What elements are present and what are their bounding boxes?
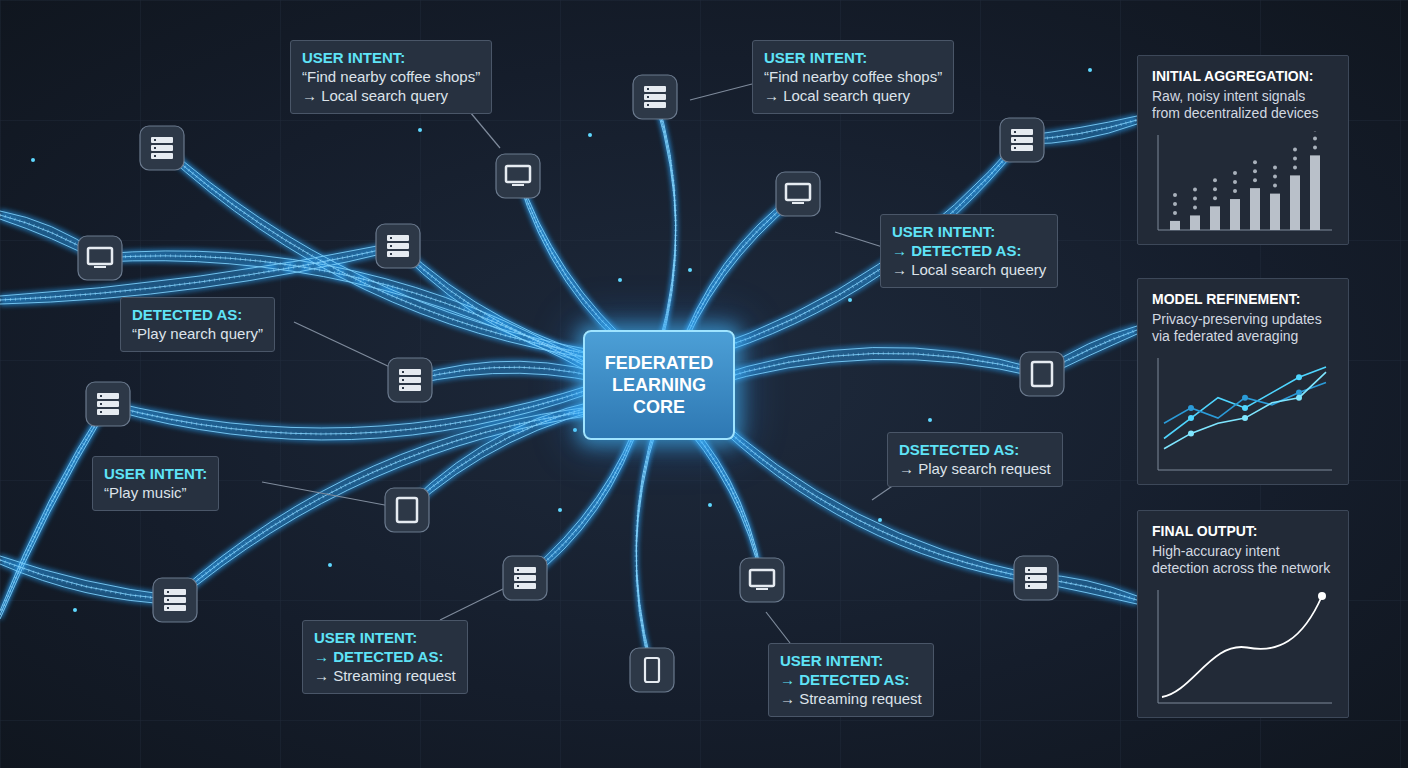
body-text: Privacy-preserving updates via federated… bbox=[1152, 311, 1336, 345]
body-text: “Find nearby coffee shops” bbox=[302, 67, 480, 86]
heading-text: USER INTENT: bbox=[892, 222, 1046, 241]
body-text: “Find nearby coffee shops” bbox=[764, 67, 942, 86]
body-text: High-accuracy intent detection across th… bbox=[1152, 543, 1336, 577]
heading-text: DSETECTED AS: bbox=[899, 440, 1051, 459]
body-text: “Play nearch query” bbox=[132, 324, 263, 343]
info-panel: MODEL REFINEMENT: Privacy-preserving upda… bbox=[1137, 278, 1349, 485]
body-text: → Play search request bbox=[899, 459, 1051, 478]
callout-box: USER INTENT:“Find nearby coffee shops”→ … bbox=[290, 40, 492, 114]
callout-box: USER INTENT:→ DETECTED AS:→ Streaming re… bbox=[768, 643, 934, 717]
callout-box: USER INTENT:→ DETECTED AS:→ Local search… bbox=[880, 214, 1058, 288]
panel-chart bbox=[1152, 354, 1336, 476]
body-text: → Streaming request bbox=[314, 666, 456, 685]
heading-text: FINAL OUTPUT: bbox=[1152, 523, 1336, 540]
heading-text: USER INTENT: bbox=[314, 628, 456, 647]
callout-box: DSETECTED AS:→ Play search request bbox=[887, 432, 1063, 487]
body-text: → Local search query bbox=[764, 86, 942, 105]
heading-text: USER INTENT: bbox=[104, 464, 207, 483]
callout-box: USER INTENT:“Find nearby coffee shops”→ … bbox=[752, 40, 954, 114]
body-text: → Streaming request bbox=[780, 689, 922, 708]
body-text: → Local search query bbox=[302, 86, 480, 105]
heading-text: USER INTENT: bbox=[780, 651, 922, 670]
heading-text: FEDERATED LEARNING CORE bbox=[593, 352, 725, 418]
callout-box: DETECTED AS:“Play nearch query” bbox=[120, 297, 275, 352]
body-text: → Local search queery bbox=[892, 260, 1046, 279]
heading-text: USER INTENT: bbox=[302, 48, 480, 67]
heading-text: USER INTENT: bbox=[764, 48, 942, 67]
body-text: → DETECTED AS: bbox=[892, 241, 1046, 260]
info-panel: FINAL OUTPUT: High-accuracy intent detect… bbox=[1137, 510, 1349, 718]
core-box: FEDERATED LEARNING CORE bbox=[583, 330, 735, 440]
body-text: Raw, noisy intent signals from decentral… bbox=[1152, 88, 1336, 122]
panel-chart bbox=[1152, 131, 1336, 236]
callout-box: USER INTENT:“Play music” bbox=[92, 456, 219, 511]
body-text: → DETECTED AS: bbox=[314, 647, 456, 666]
body-text: → DETECTED AS: bbox=[780, 670, 922, 689]
heading-text: INITIAL AGGREGATION: bbox=[1152, 68, 1336, 85]
body-text: “Play music” bbox=[104, 483, 207, 502]
panel-chart bbox=[1152, 586, 1336, 709]
heading-text: MODEL REFINEMENT: bbox=[1152, 291, 1336, 308]
heading-text: DETECTED AS: bbox=[132, 305, 263, 324]
callout-box: USER INTENT:→ DETECTED AS:→ Streaming re… bbox=[302, 620, 468, 694]
info-panel: INITIAL AGGREGATION: Raw, noisy intent si… bbox=[1137, 55, 1349, 245]
